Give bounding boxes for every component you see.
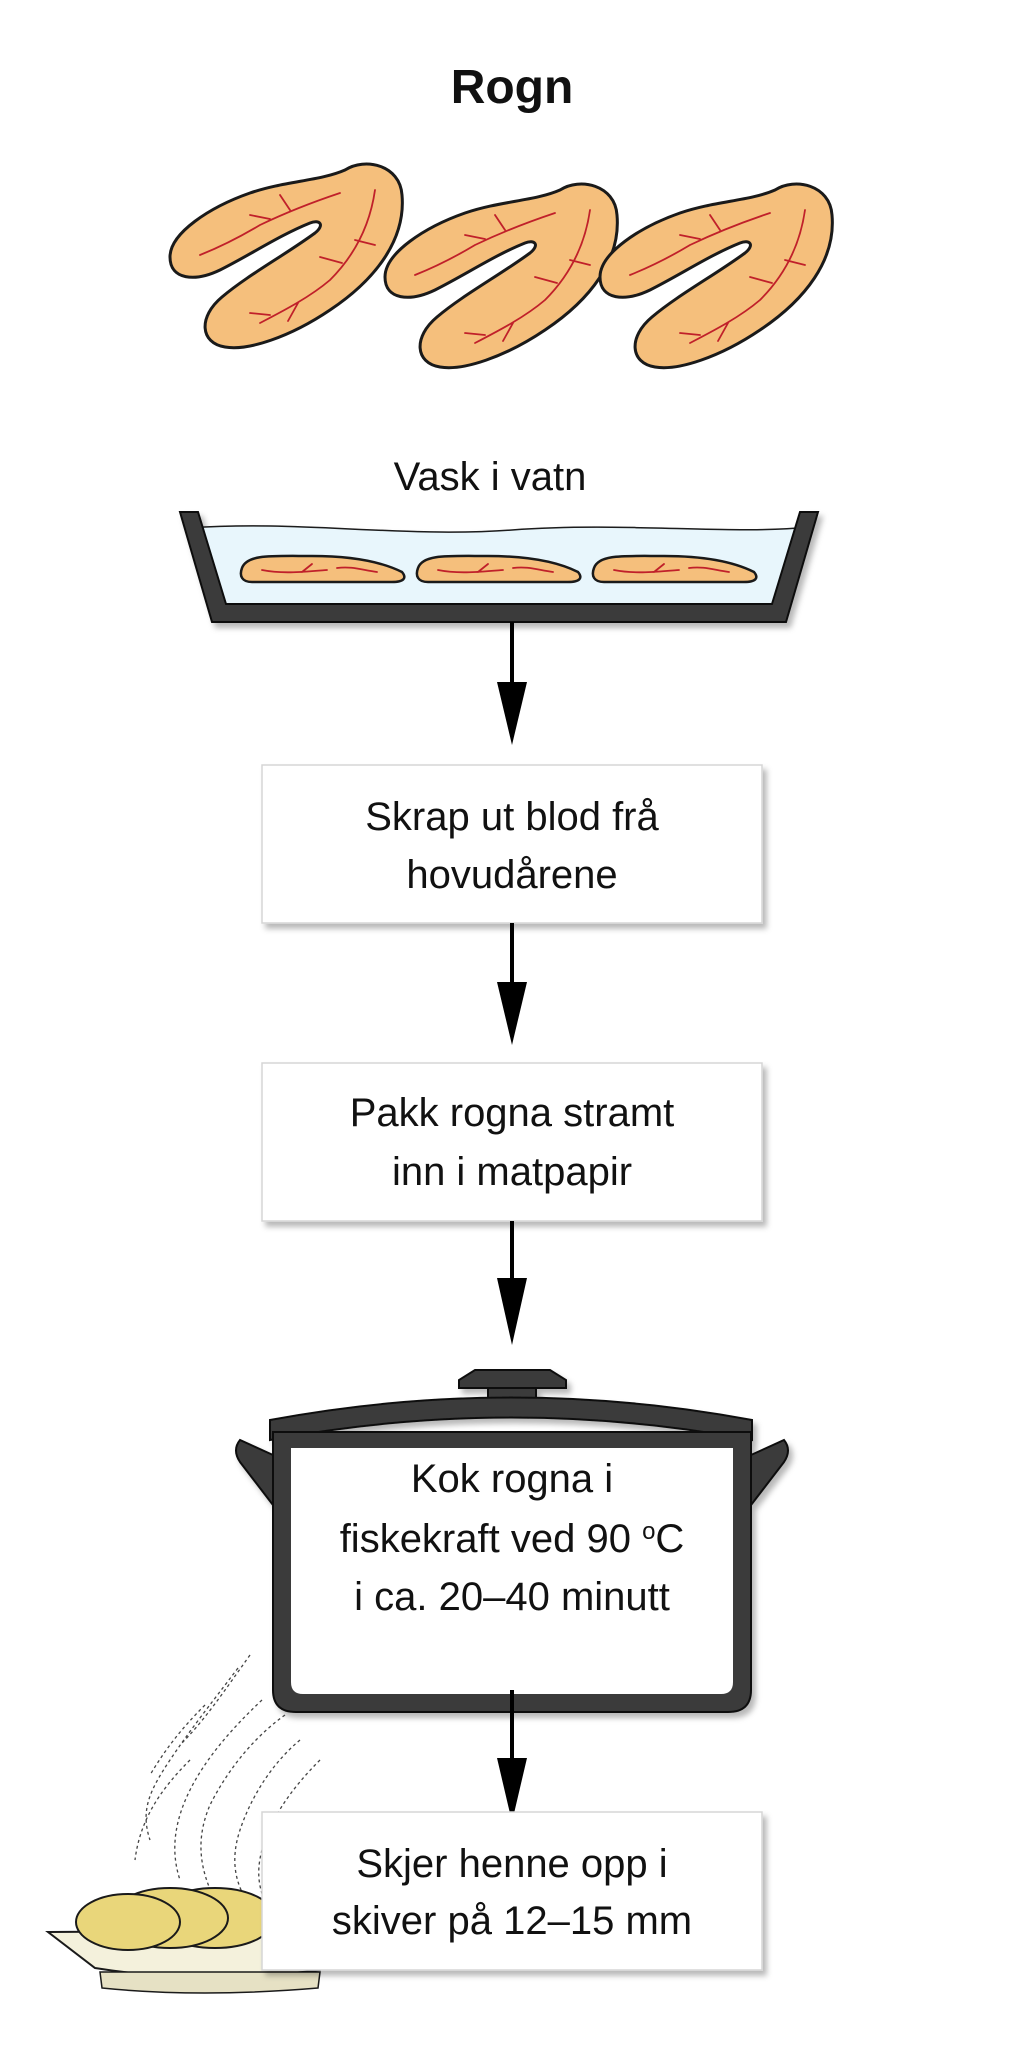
scrape-line-1: Skrap ut blod frå — [365, 795, 659, 839]
boil-line-1: Kok rogna i — [411, 1457, 613, 1501]
boil-step-text: Kok rogna i fiskekraft ved 90 oC i ca. 2… — [340, 1457, 685, 1619]
scrape-line-2: hovudårene — [406, 853, 617, 897]
boil-line-2: fiskekraft ved 90 oC — [340, 1517, 685, 1561]
slice-step-box: Skjer henne opp i skiver på 12–15 mm — [261, 1811, 763, 1971]
boiling-pot — [235, 1369, 789, 1713]
boil-line-3: i ca. 20–40 minutt — [354, 1575, 670, 1619]
roe-sac-3 — [598, 182, 834, 370]
arrow-4 — [497, 1690, 527, 1822]
roe-in-water — [239, 554, 758, 584]
wrap-line-1: Pakk rogna stramt — [350, 1091, 675, 1135]
slice-line-2: skiver på 12–15 mm — [332, 1899, 692, 1943]
wash-label: Vask i vatn — [394, 455, 587, 499]
roe-sac-2 — [383, 182, 619, 370]
arrow-1 — [497, 622, 527, 745]
scrape-step-box: Skrap ut blod frå hovudårene — [261, 764, 763, 924]
page-title: Rogn — [451, 61, 574, 114]
arrow-2 — [497, 923, 527, 1045]
wrap-step-box: Pakk rogna stramt inn i matpapir — [261, 1062, 763, 1222]
arrow-3 — [497, 1221, 527, 1345]
roe-sac-1 — [168, 162, 404, 350]
roe-sac-illustration — [168, 162, 834, 370]
slice-line-1: Skjer henne opp i — [356, 1842, 667, 1886]
wrap-line-2: inn i matpapir — [392, 1150, 632, 1194]
